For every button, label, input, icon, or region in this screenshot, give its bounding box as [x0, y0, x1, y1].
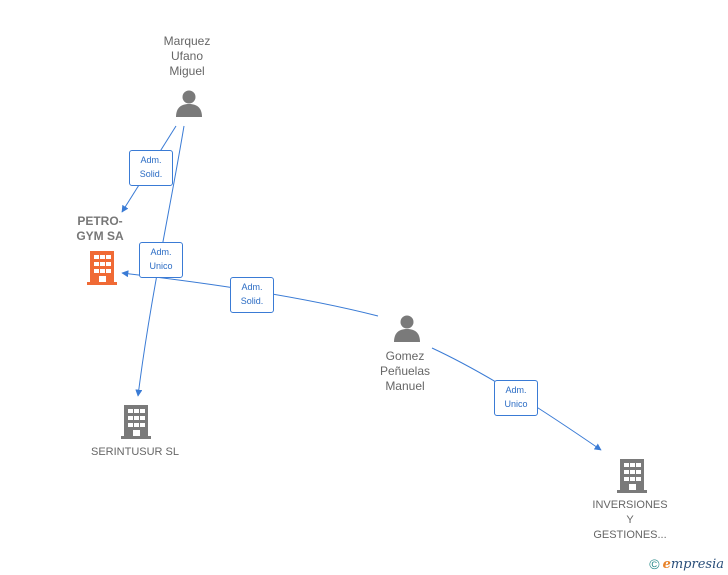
node-label-line: SERINTUSUR SL [90, 446, 180, 458]
building-icon[interactable] [121, 405, 151, 439]
node-label-petrogym[interactable]: PETRO- GYM SA [64, 214, 136, 244]
edge-label-gomez-inversiones[interactable]: Adm. Unico [494, 380, 538, 416]
node-label-marquez[interactable]: Marquez Ufano Miguel [152, 34, 222, 79]
edge-label-line: Adm. [150, 247, 172, 257]
node-label-line: Y [626, 514, 634, 526]
edge-label-marquez-serintusur[interactable]: Adm. Unico [139, 242, 183, 278]
node-label-serintusur[interactable]: SERINTUSUR SL [80, 445, 190, 460]
edge-label-line: Adm. [241, 282, 263, 292]
edge-label-line: Adm. [140, 155, 162, 165]
node-label-line: Gomez [385, 349, 425, 363]
node-label-line: PETRO- [77, 214, 123, 228]
edge-label-line: Solid. [139, 169, 163, 179]
node-label-line: GESTIONES... [593, 529, 667, 541]
edge-label-marquez-petrogym[interactable]: Adm. Solid. [129, 150, 173, 186]
node-label-line: Peñuelas [379, 364, 431, 378]
node-label-line: Ufano [170, 49, 204, 63]
node-label-line: GYM SA [76, 229, 124, 243]
brand-logo[interactable]: empresia [663, 557, 724, 572]
person-icon[interactable] [176, 90, 202, 118]
building-icon[interactable] [617, 459, 647, 493]
node-label-line: Miguel [169, 64, 205, 78]
edge-label-line: Unico [149, 261, 173, 271]
node-label-gomez[interactable]: Gomez Peñuelas Manuel [370, 349, 440, 394]
building-icon[interactable] [87, 251, 117, 285]
edge-label-line: Adm. [505, 385, 527, 395]
edge-label-line: Solid. [240, 296, 264, 306]
copyright-symbol: © [649, 556, 660, 572]
node-label-line: INVERSIONES [592, 499, 668, 511]
edge-label-line: Unico [504, 399, 528, 409]
node-label-line: Marquez [163, 34, 211, 48]
node-label-inversiones[interactable]: INVERSIONES Y GESTIONES... [582, 498, 678, 543]
person-icon[interactable] [394, 315, 420, 343]
brand-rest: mpresia [670, 556, 724, 572]
brand-initial: e [662, 556, 671, 572]
edge-label-gomez-petrogym[interactable]: Adm. Solid. [230, 277, 274, 313]
brand-footer: © empresia [649, 556, 724, 572]
node-label-line: Manuel [385, 379, 425, 393]
